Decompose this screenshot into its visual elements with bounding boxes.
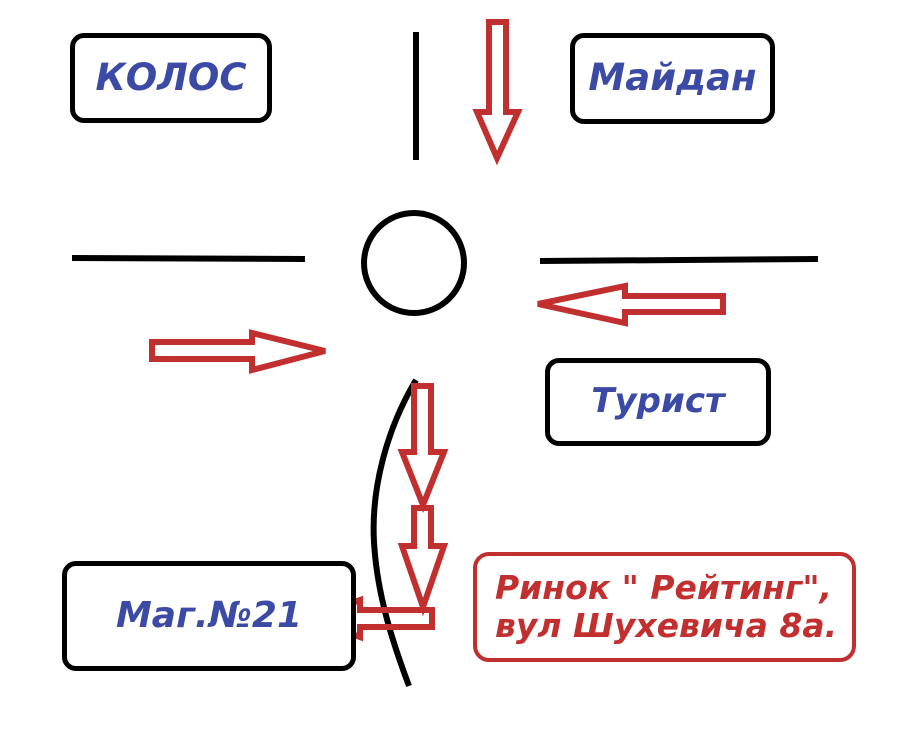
label-box-kolos[interactable]: КОЛОС — [70, 33, 272, 123]
road-south-curve — [370, 378, 419, 688]
destination-line-2: вул Шухевича 8а. — [495, 606, 838, 645]
arrow-right-west — [149, 329, 326, 374]
label-text-turist: Турист — [591, 381, 725, 422]
road-west — [71, 255, 306, 262]
arrow-left-east — [537, 282, 726, 327]
label-box-turist[interactable]: Турист — [545, 358, 771, 446]
road-east — [539, 256, 819, 264]
roundabout-circle — [361, 210, 467, 316]
arrow-down-north — [472, 19, 523, 166]
label-box-maidan[interactable]: Майдан — [570, 33, 775, 124]
arrow-down-south-2 — [397, 505, 449, 617]
label-text-kolos: КОЛОС — [95, 55, 247, 99]
label-text-magazine-21: Маг.№21 — [115, 595, 302, 637]
label-text-maidan: Майдан — [588, 56, 757, 100]
arrow-down-south-1 — [397, 383, 449, 514]
roads-group — [71, 32, 819, 688]
label-box-magazine-21[interactable]: Маг.№21 — [62, 561, 356, 671]
label-text-destination: Ринок " Рейтинг", вул Шухевича 8а. — [495, 569, 837, 645]
label-box-destination-rynok[interactable]: Ринок " Рейтинг", вул Шухевича 8а. — [473, 552, 856, 662]
destination-line-1: Ринок " Рейтинг", — [495, 568, 833, 608]
